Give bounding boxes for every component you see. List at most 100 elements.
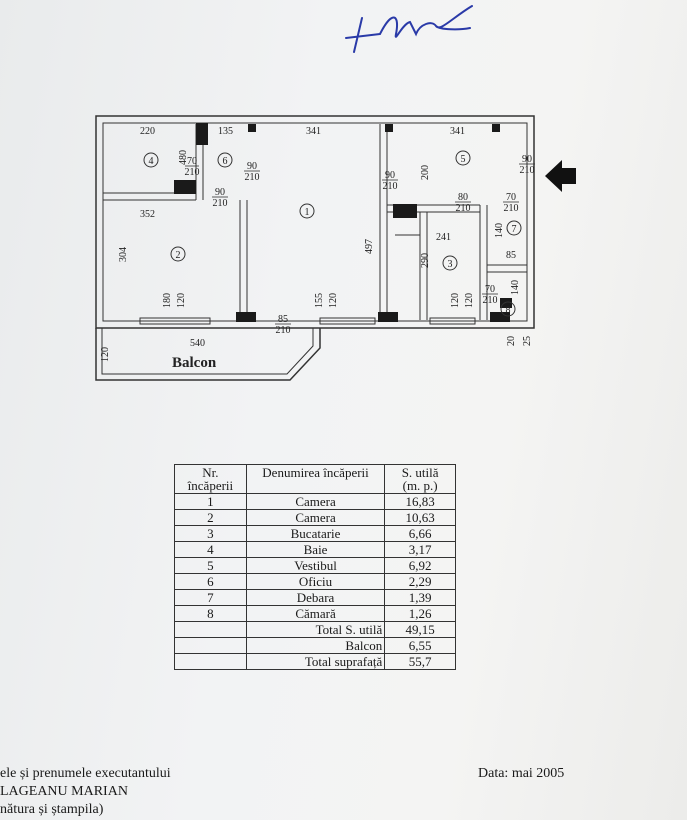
svg-text:220: 220 <box>140 126 155 137</box>
room-number: 4 <box>149 156 154 167</box>
room-number-cell: 2 <box>174 509 247 526</box>
svg-text:540: 540 <box>190 338 205 349</box>
area-table: Nr. încăperii Denumirea încăperii S. uti… <box>174 464 456 670</box>
balcony-label: Balcon <box>172 355 217 371</box>
svg-text:210: 210 <box>276 325 291 336</box>
room-number-cell: 4 <box>174 541 247 558</box>
room-name-cell: Balcon <box>245 637 386 654</box>
svg-text:210: 210 <box>185 167 200 178</box>
floor-plan: 220 135 341 341 480 352 304 540 120 497 … <box>95 115 576 381</box>
room-number-cell <box>174 621 247 638</box>
svg-text:90: 90 <box>385 170 395 181</box>
document-date: Data: mai 2005 <box>478 766 565 781</box>
svg-text:90: 90 <box>215 187 225 198</box>
svg-text:85: 85 <box>278 314 288 325</box>
handwritten-signature <box>345 5 473 53</box>
room-name-cell: Debara <box>245 589 386 606</box>
executant-label: ele și prenumele executantului <box>0 766 171 781</box>
svg-text:200: 200 <box>420 165 431 180</box>
room-number: 5 <box>461 154 466 165</box>
svg-text:140: 140 <box>510 280 521 295</box>
room-number: 8 <box>506 305 511 316</box>
svg-text:90: 90 <box>522 154 532 165</box>
room-name-cell: Camera <box>245 509 386 526</box>
room-number-cell: 7 <box>174 589 247 606</box>
room-name-cell: Baie <box>245 541 386 558</box>
svg-text:120: 120 <box>450 293 461 308</box>
area-cell: 6,66 <box>384 525 456 542</box>
room-number-cell: 6 <box>174 573 247 590</box>
svg-text:210: 210 <box>383 181 398 192</box>
svg-text:120: 120 <box>176 293 187 308</box>
area-cell: 6,55 <box>384 637 456 654</box>
room-name-cell: Cămară <box>245 605 386 622</box>
svg-text:210: 210 <box>504 203 519 214</box>
area-cell: 2,29 <box>384 573 456 590</box>
svg-text:210: 210 <box>456 203 471 214</box>
svg-text:120: 120 <box>328 293 339 308</box>
room-name-cell: Bucatarie <box>245 525 386 542</box>
area-cell: 10,63 <box>384 509 456 526</box>
area-cell: 1,26 <box>384 605 456 622</box>
room-number-cell: 3 <box>174 525 247 542</box>
svg-text:140: 140 <box>494 223 505 238</box>
svg-text:480: 480 <box>178 150 189 165</box>
svg-text:241: 241 <box>436 232 451 243</box>
area-cell: 3,17 <box>384 541 456 558</box>
svg-text:80: 80 <box>458 192 468 203</box>
svg-text:25: 25 <box>522 336 533 346</box>
room-name-cell: Oficiu <box>245 573 386 590</box>
col-header-number: Nr. încăperii <box>174 464 247 494</box>
room-number-cell <box>174 653 247 670</box>
svg-text:70: 70 <box>485 284 495 295</box>
signature-label: nătura și ștampila) <box>0 802 104 817</box>
svg-text:352: 352 <box>140 209 155 220</box>
svg-text:304: 304 <box>118 247 129 262</box>
area-cell: 6,92 <box>384 557 456 574</box>
area-cell: 49,15 <box>384 621 456 638</box>
room-name-cell: Camera <box>245 493 386 510</box>
col-header-name: Denumirea încăperii <box>245 464 386 494</box>
room-name-cell: Total suprafață <box>245 653 386 670</box>
room-number: 6 <box>223 156 228 167</box>
svg-text:210: 210 <box>245 172 260 183</box>
room-number-cell: 5 <box>174 557 247 574</box>
apartment-outline <box>95 115 535 329</box>
svg-text:341: 341 <box>306 126 321 137</box>
svg-text:20: 20 <box>506 336 517 346</box>
area-cell: 16,83 <box>384 493 456 510</box>
svg-text:290: 290 <box>420 253 431 268</box>
area-cell: 55,7 <box>384 653 456 670</box>
svg-text:210: 210 <box>520 165 535 176</box>
area-cell: 1,39 <box>384 589 456 606</box>
entrance-arrow-icon <box>545 160 576 192</box>
svg-text:341: 341 <box>450 126 465 137</box>
table-header-row: Nr. încăperii Denumirea încăperii S. uti… <box>174 464 456 494</box>
room-name-cell: Vestibul <box>245 557 386 574</box>
executant-name: LAGEANU MARIAN <box>0 784 128 799</box>
balcony-outline <box>95 328 321 381</box>
room-number: 2 <box>176 250 181 261</box>
room-number-cell: 1 <box>174 493 247 510</box>
svg-text:180: 180 <box>162 293 173 308</box>
svg-text:85: 85 <box>506 250 516 261</box>
room-number: 1 <box>305 207 310 218</box>
room-name-cell: Total S. utilă <box>245 621 386 638</box>
col-header-area: S. utilă (m. p.) <box>384 464 456 494</box>
svg-text:70: 70 <box>506 192 516 203</box>
room-number-cell <box>174 637 247 654</box>
svg-text:120: 120 <box>464 293 475 308</box>
svg-text:497: 497 <box>364 239 375 254</box>
room-number-cell: 8 <box>174 605 247 622</box>
